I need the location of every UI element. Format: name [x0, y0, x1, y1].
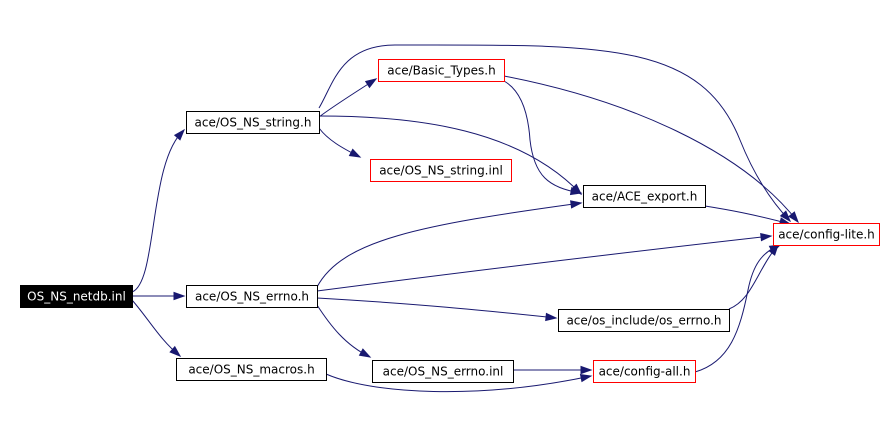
node-box[interactable]	[20, 285, 133, 308]
node-box[interactable]	[593, 360, 696, 383]
node-label: ace/config-lite.h	[778, 228, 875, 242]
node-label: ace/config-all.h	[599, 365, 691, 379]
node-string-h[interactable]: ace/OS_NS_string.h	[186, 111, 320, 134]
edge-errno_h-to-ace_export	[316, 200, 583, 288]
node-label: ace/OS_NS_string.inl	[379, 164, 503, 178]
edge-config_all-to-config_lite	[694, 244, 782, 373]
edge-string_h-to-string_inl	[318, 127, 362, 158]
node-basic-types[interactable]: ace/Basic_Types.h	[378, 59, 505, 82]
edge-netdb-to-errno_h	[132, 291, 186, 301]
edge-line	[728, 244, 779, 310]
edge-arrowhead	[579, 373, 593, 383]
edge-basic_types-to-ace_export	[503, 80, 583, 196]
node-box[interactable]	[186, 111, 320, 134]
edge-basic_types-to-config_lite	[503, 75, 799, 224]
edge-arrowhead	[173, 291, 186, 301]
node-label: ace/Basic_Types.h	[387, 64, 495, 78]
edge-arrowhead	[569, 186, 583, 196]
edge-line	[316, 297, 557, 319]
edge-arrowhead	[364, 78, 378, 89]
node-label: ace/ACE_export.h	[592, 190, 698, 204]
node-box[interactable]	[583, 185, 706, 208]
edge-line	[318, 44, 791, 222]
edge-line	[704, 205, 791, 225]
node-errno-inl[interactable]: ace/OS_NS_errno.inl	[372, 360, 514, 383]
nodes-layer: OS_NS_netdb.inl ace/OS_NS_string.h ace/OS_…	[20, 59, 880, 383]
edge-arrowhead	[173, 128, 186, 141]
edge-line	[503, 80, 582, 194]
node-box[interactable]	[378, 59, 505, 82]
node-label: ace/os_include/os_errno.h	[566, 314, 721, 328]
edge-line	[503, 75, 799, 223]
node-ace-export[interactable]: ace/ACE_export.h	[583, 185, 706, 208]
edge-netdb-to-macros_h	[131, 299, 182, 357]
edge-errno_h-to-errno_inl	[316, 304, 372, 358]
node-label: ace/OS_NS_errno.inl	[383, 365, 504, 379]
edge-line	[131, 299, 181, 357]
edge-errno_h-to-config_lite	[316, 233, 773, 292]
node-netdb[interactable]: OS_NS_netdb.inl	[20, 285, 133, 308]
edge-arrowhead	[570, 200, 583, 209]
edge-arrowhead	[348, 148, 362, 158]
edge-netdb-to-string_h	[131, 128, 186, 293]
edge-os_errno-to-config_lite	[728, 243, 779, 310]
edge-ace_export-to-config_lite	[704, 205, 792, 226]
node-box[interactable]	[370, 159, 512, 182]
node-label: ace/OS_NS_string.h	[195, 116, 312, 130]
node-config-lite[interactable]: ace/config-lite.h	[773, 223, 880, 246]
edge-line	[694, 244, 781, 373]
node-box[interactable]	[372, 360, 514, 383]
edge-arrowhead	[760, 233, 773, 242]
node-config-all[interactable]: ace/config-all.h	[593, 360, 696, 383]
edge-arrowhead	[358, 348, 372, 358]
node-errno-h[interactable]: ace/OS_NS_errno.h	[186, 285, 318, 308]
node-box[interactable]	[558, 309, 730, 332]
edge-arrowhead	[779, 210, 792, 223]
node-os-errno[interactable]: ace/os_include/os_errno.h	[558, 309, 730, 332]
edge-string_h-to-config_lite	[318, 44, 792, 223]
edge-arrowhead	[169, 345, 182, 357]
edge-arrowhead	[545, 312, 558, 322]
node-label: OS_NS_netdb.inl	[27, 290, 126, 304]
node-label: ace/OS_NS_macros.h	[188, 363, 314, 377]
edge-line	[325, 373, 592, 393]
edge-line	[131, 129, 185, 293]
edge-arrowhead	[580, 365, 593, 375]
edge-line	[316, 304, 371, 358]
edges-layer	[131, 44, 799, 393]
edge-macros_h-to-config_all	[325, 373, 593, 393]
edge-line	[316, 202, 582, 288]
edge-line	[318, 115, 582, 195]
node-string-inl[interactable]: ace/OS_NS_string.inl	[370, 159, 512, 182]
edge-arrowhead	[788, 211, 799, 224]
node-box[interactable]	[773, 223, 880, 246]
edge-string_h-to-basic_types	[318, 78, 378, 118]
edge-line	[316, 235, 772, 292]
edge-errno_h-to-os_errno	[316, 297, 558, 322]
node-label: ace/OS_NS_errno.h	[195, 290, 309, 304]
node-box[interactable]	[186, 285, 318, 308]
node-box[interactable]	[176, 358, 327, 381]
node-macros-h[interactable]: ace/OS_NS_macros.h	[176, 358, 327, 381]
edge-errno_inl-to-config_all	[513, 365, 593, 375]
